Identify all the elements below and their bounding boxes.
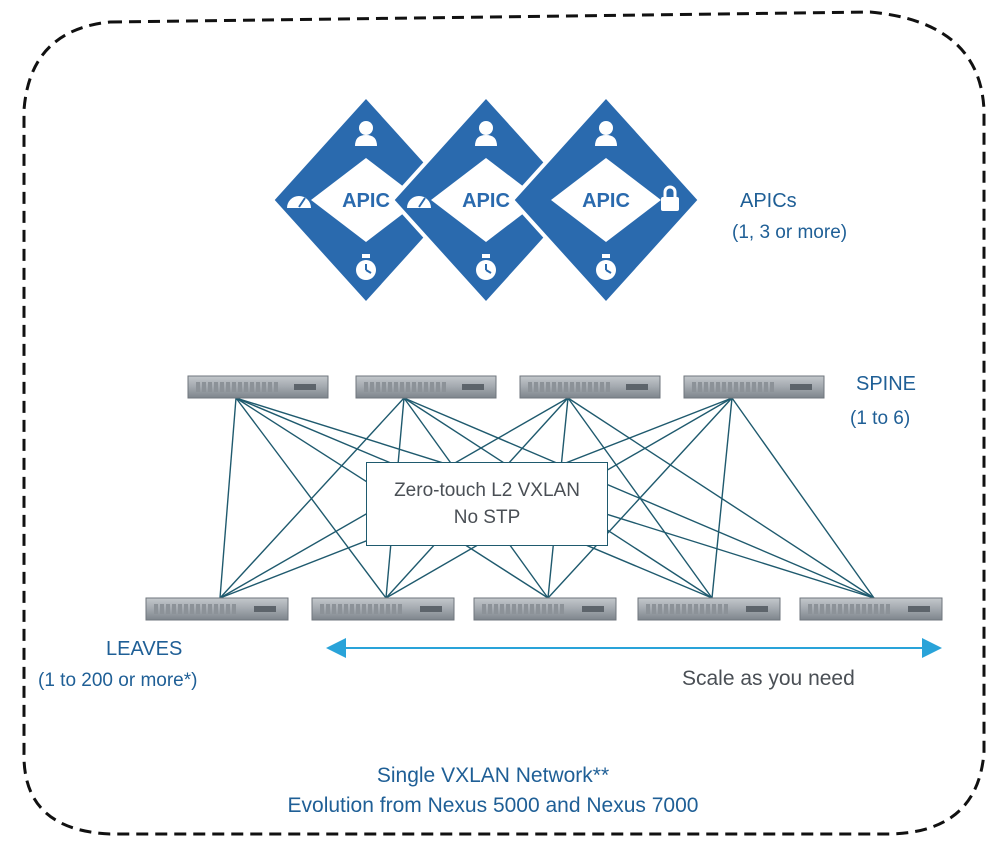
footer-line1: Single VXLAN Network** [376, 764, 610, 787]
stopwatch-icon [476, 254, 496, 280]
apic-label: APIC [462, 190, 510, 212]
link-spine1-leaf2 [235, 397, 387, 599]
apic-label: APIC [582, 190, 630, 212]
link-spine3-leaf5 [567, 397, 875, 599]
lock-icon [661, 185, 679, 211]
apic-node-2[interactable]: APIC [389, 93, 583, 307]
apic-node-3[interactable]: APIC [509, 93, 703, 307]
apic-node-1[interactable]: APIC [269, 93, 463, 307]
link-spine2-leaf5 [403, 397, 875, 599]
leaf-switch-2[interactable] [311, 597, 455, 621]
spine-title: SPINE [856, 373, 917, 395]
link-spine1-leaf1 [219, 397, 237, 599]
footer-line2: Evolution from Nexus 5000 and Nexus 7000 [287, 794, 699, 817]
spine-subtitle: (1 to 6) [850, 408, 911, 429]
speedometer-icon [407, 196, 431, 208]
apics-subtitle: (1, 3 or more) [732, 222, 848, 243]
apics-title: APICs [740, 190, 797, 212]
fabric-info-line1: Zero-touch L2 VXLAN [394, 480, 580, 501]
scale-label: Scale as you need [682, 667, 855, 690]
spine-switch-2[interactable] [355, 375, 497, 399]
spine-switch-1[interactable] [187, 375, 329, 399]
user-icon [475, 121, 497, 146]
link-spine4-leaf5 [731, 397, 875, 599]
apic-label: APIC [342, 190, 390, 212]
leaf-switch-3[interactable] [473, 597, 617, 621]
apic-cluster: APIC APIC [269, 93, 703, 307]
stopwatch-icon [596, 254, 616, 280]
spine-switch-3[interactable] [519, 375, 661, 399]
spine-switch-4[interactable] [683, 375, 825, 399]
fabric-info-line2: No STP [453, 507, 521, 528]
leaf-switch-5[interactable] [799, 597, 943, 621]
leaves-title: LEAVES [106, 638, 183, 660]
link-spine4-leaf3 [547, 397, 733, 599]
leaves-subtitle: (1 to 200 or more*) [38, 670, 198, 691]
link-spine2-leaf1 [219, 397, 405, 599]
speedometer-icon [287, 196, 311, 208]
fabric-info-box: Zero-touch L2 VXLAN No STP [366, 462, 608, 546]
stopwatch-icon [356, 254, 376, 280]
leaf-switch-1[interactable] [145, 597, 289, 621]
user-icon [355, 121, 377, 146]
leaf-switch-4[interactable] [637, 597, 781, 621]
user-icon [595, 121, 617, 146]
link-spine4-leaf4 [711, 397, 733, 599]
